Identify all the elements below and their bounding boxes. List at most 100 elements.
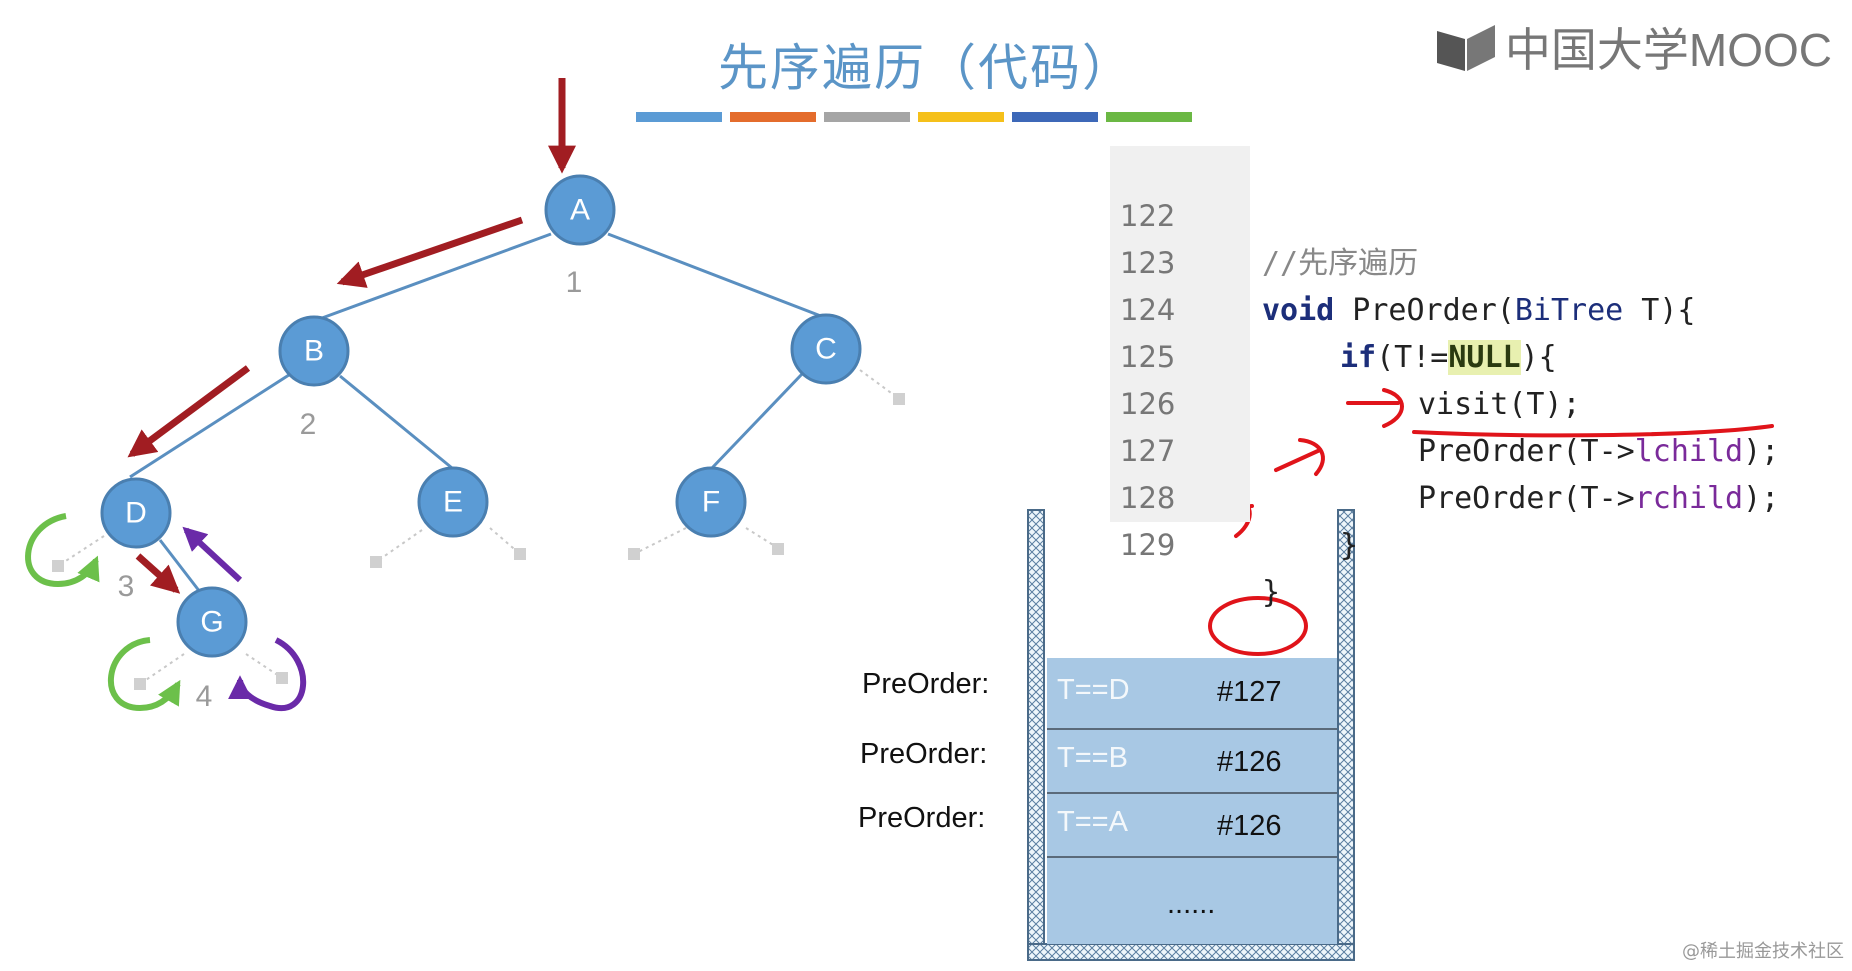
color-bar <box>730 112 816 122</box>
node-b-circle <box>278 315 350 387</box>
node-a-circle <box>544 174 616 246</box>
book-icon <box>1436 25 1495 71</box>
null-edge <box>139 653 185 685</box>
null-marker <box>514 548 526 560</box>
red-arrow-to-g <box>135 553 181 594</box>
stack-frame: T==A #126 <box>1047 794 1337 858</box>
handwritten-circle <box>1208 596 1308 656</box>
stack-bottom: ...... <box>1047 858 1337 944</box>
code-line: 123 void PreOrder(BiTree T){ <box>1110 193 1696 328</box>
green-loop-arrow <box>25 513 100 588</box>
null-edge <box>375 529 423 563</box>
code-text: PreOrder(T->rchild); <box>1418 481 1780 516</box>
line-number: 126 <box>1120 387 1176 421</box>
line-number: 123 <box>1120 246 1176 280</box>
line-number: 124 <box>1120 293 1176 327</box>
handwritten-arrow-128 <box>1274 438 1325 476</box>
null-marker <box>276 672 288 684</box>
handwritten-underline-127 <box>1412 424 1774 438</box>
line-number: 127 <box>1120 434 1176 468</box>
frame-param: T==B <box>1057 742 1128 774</box>
mooc-logo: 中国大学MOOC <box>1435 14 1832 80</box>
null-edge <box>859 369 899 399</box>
node-label-b: B <box>304 335 324 368</box>
null-marker <box>893 393 905 405</box>
null-marker <box>370 556 382 568</box>
line-number: 129 <box>1120 528 1176 562</box>
purple-arrow-up <box>182 526 243 583</box>
code-line: 126 PreOrder(T->lchild); <box>1110 334 1779 469</box>
node-label-a: A <box>570 194 590 227</box>
node-f-circle <box>675 466 747 538</box>
code-text: PreOrder(T->lchild); <box>1418 434 1780 469</box>
stack-right-wall <box>1337 509 1355 961</box>
purple-loop-arrow <box>228 637 307 711</box>
code-text: } <box>1262 575 1281 610</box>
code-line: 129 } <box>1110 475 1280 610</box>
node-d-circle <box>100 477 172 549</box>
stack-frame-label: PreOrder: <box>860 738 988 770</box>
handwritten-arrow-127 <box>1346 388 1404 428</box>
edge-a-c <box>607 232 827 320</box>
line-number-gutter <box>1110 146 1250 522</box>
edge-a-b <box>302 232 552 327</box>
color-bar <box>1012 112 1098 122</box>
null-edge <box>57 535 105 567</box>
green-loop-arrow <box>107 637 181 712</box>
order-label: 2 <box>300 408 317 441</box>
code-text: } <box>1340 528 1359 563</box>
code-line: 128 } <box>1110 428 1358 563</box>
frame-return-line: #126 <box>1217 810 1282 842</box>
null-marker <box>134 678 146 690</box>
frame-return-line: #127 <box>1217 676 1282 708</box>
slide-title: 先序遍历（代码） <box>718 39 1134 97</box>
frame-return-line: #126 <box>1217 746 1282 778</box>
order-label: 3 <box>118 570 135 603</box>
code-text: if(T!=NULL){ <box>1340 340 1557 375</box>
stack-frame: T==B #126 <box>1047 730 1337 794</box>
watermark: @稀土掘金技术社区 <box>1682 941 1844 962</box>
code-text: void PreOrder(BiTree T){ <box>1262 293 1696 328</box>
stack-floor <box>1027 943 1355 961</box>
stack-left-wall <box>1027 509 1045 961</box>
node-label-e: E <box>443 486 463 519</box>
stack-frame-label: PreOrder: <box>858 802 986 834</box>
line-number: 122 <box>1120 199 1176 233</box>
frame-param: T==D <box>1057 674 1130 706</box>
order-label: 1 <box>566 266 583 299</box>
color-bar <box>918 112 1004 122</box>
code-line: 127 PreOrder(T->rchild); <box>1110 381 1779 516</box>
edge-b-e <box>339 374 453 470</box>
frame-param: T==A <box>1057 806 1128 838</box>
stack-ellipsis: ...... <box>1167 888 1216 920</box>
title-color-bars <box>636 112 1192 122</box>
node-label-d: D <box>125 497 147 530</box>
null-marker <box>52 560 64 572</box>
code-line: 125 visit(T); <box>1110 287 1581 422</box>
line-number: 128 <box>1120 481 1176 515</box>
node-label-f: F <box>702 486 720 519</box>
null-marker <box>772 543 784 555</box>
edge-c-f <box>710 372 804 470</box>
node-e-circle <box>417 466 489 538</box>
red-arrow-to-b <box>336 216 524 288</box>
edge-b-d <box>129 371 293 479</box>
stack-frame: T==D #127 <box>1047 658 1337 730</box>
color-bar <box>1106 112 1192 122</box>
code-text: //先序遍历 <box>1262 246 1419 281</box>
logo-text: 中国大学MOOC <box>1504 24 1832 76</box>
stack-frame-label: PreOrder: <box>862 668 990 700</box>
node-label-c: C <box>815 333 837 366</box>
color-bar <box>636 112 722 122</box>
code-line: 122 //先序遍历 <box>1110 146 1418 281</box>
null-edge <box>633 527 687 555</box>
node-label-g: G <box>200 606 223 639</box>
node-g-circle <box>176 586 248 658</box>
node-c-circle <box>790 313 862 385</box>
null-marker <box>628 548 640 560</box>
order-label: 4 <box>196 680 213 713</box>
color-bar <box>824 112 910 122</box>
code-text: visit(T); <box>1418 387 1581 422</box>
line-number: 125 <box>1120 340 1176 374</box>
